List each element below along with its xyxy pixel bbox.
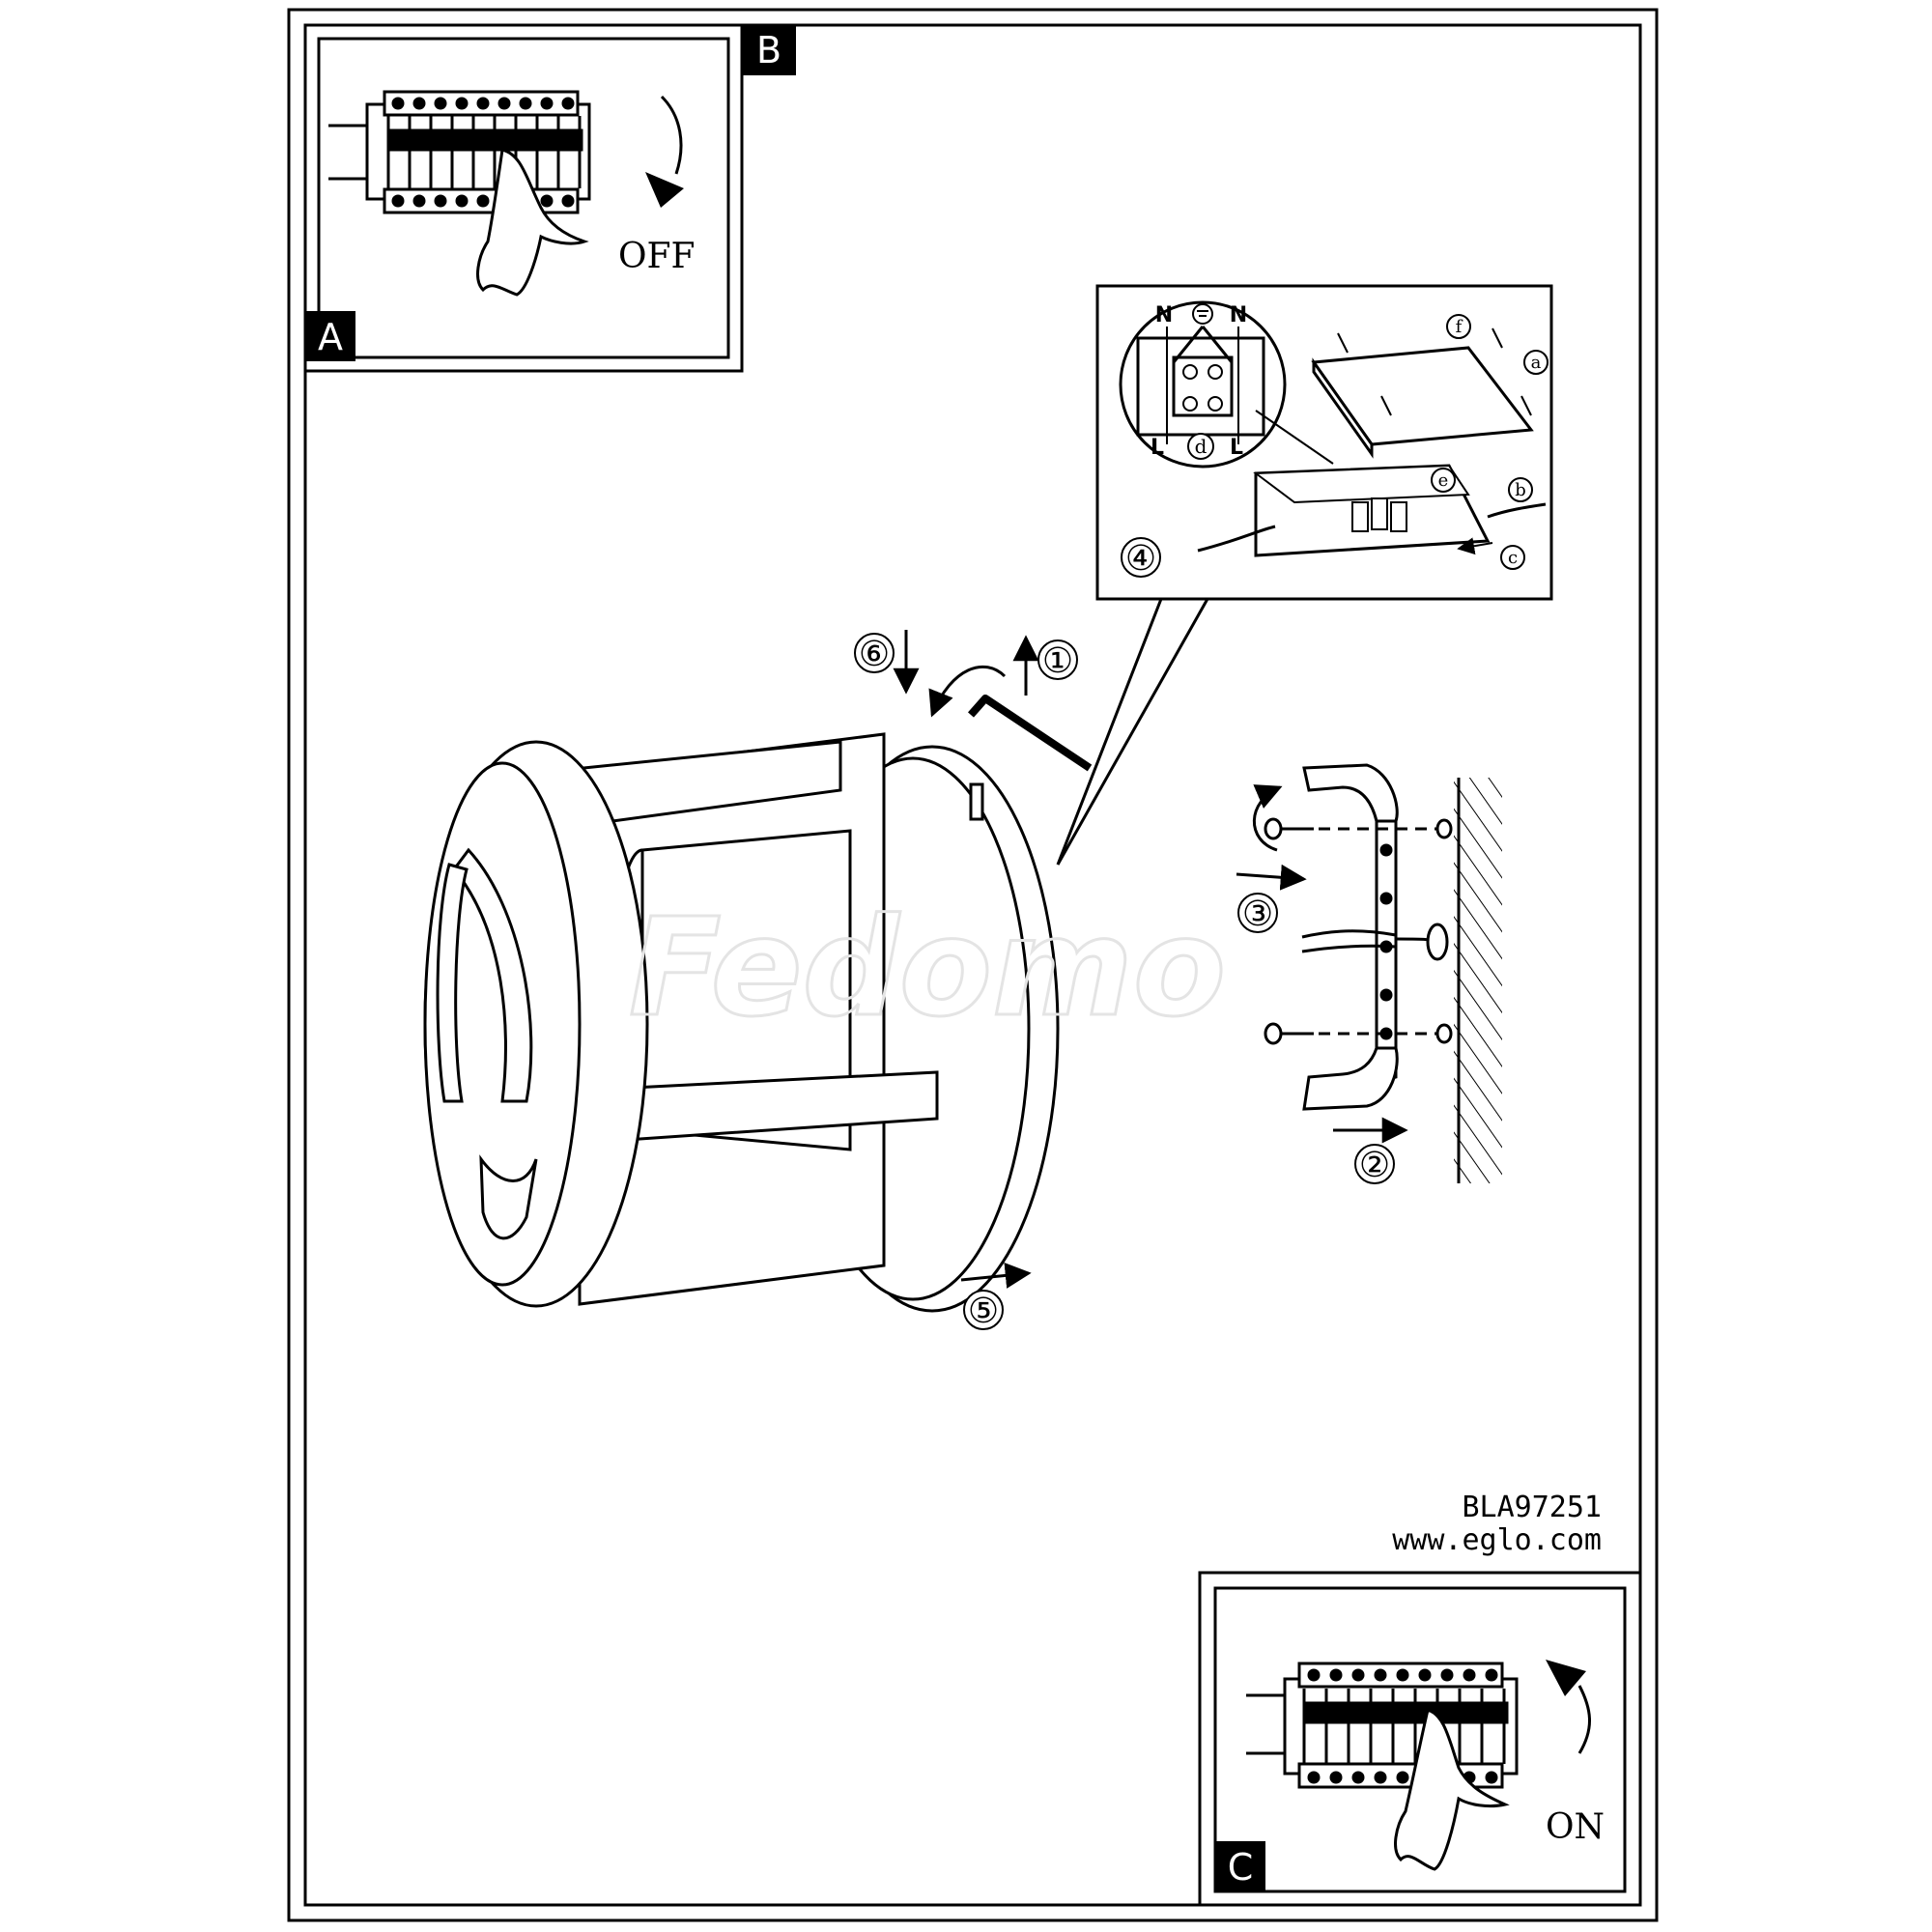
- panel-b-badge: B: [756, 29, 781, 71]
- wall-bracket: [1299, 763, 1502, 1183]
- curved-arrow-icon: [1577, 1685, 1591, 1754]
- panel-c-badge: C: [1228, 1846, 1254, 1889]
- hand-icon: [1394, 1708, 1510, 1871]
- panel-a: OFF A: [303, 23, 744, 373]
- callout-f: f: [1456, 317, 1463, 337]
- terminal-l-left: L: [1151, 436, 1164, 460]
- website: www.eglo.com: [1392, 1523, 1602, 1557]
- panel-c: ON C: [1198, 1571, 1642, 1907]
- callout-c: c: [1508, 548, 1518, 568]
- callout-a: a: [1531, 353, 1542, 373]
- curved-arrow-icon: [660, 95, 683, 175]
- rotate-arrow-icon: [1252, 784, 1283, 852]
- detail-pointer: [1056, 598, 1209, 866]
- screw-icon: [1337, 327, 1532, 416]
- arrow-head-icon: [1546, 1660, 1586, 1696]
- hex-key-icon: [968, 695, 1093, 772]
- switch-off-label: OFF: [618, 237, 695, 276]
- model-number: BLA97251: [1463, 1491, 1603, 1524]
- callout-b: b: [1515, 480, 1526, 500]
- step-1-label: ①: [1042, 641, 1073, 681]
- step-4-label: ④: [1125, 539, 1156, 579]
- terminal-l-right: L: [1230, 436, 1243, 460]
- hand-icon: [476, 148, 589, 297]
- ground-icon: [1192, 303, 1213, 325]
- switch-on-label: ON: [1546, 1807, 1605, 1847]
- step-3-label: ③: [1242, 895, 1273, 934]
- arrow-head-icon: [645, 172, 684, 208]
- callout-d: d: [1195, 435, 1208, 458]
- step-2-label: ②: [1359, 1146, 1390, 1185]
- panel-b: B: [742, 25, 796, 75]
- terminal-n-right: N: [1230, 303, 1247, 327]
- step-6-label: ⑥: [859, 635, 890, 674]
- breaker-panel: [1246, 1662, 1519, 1789]
- screw-icon: [1264, 817, 1314, 1045]
- step-5-label: ⑤: [968, 1292, 999, 1331]
- lamp-body: [423, 732, 1060, 1313]
- terminal-n-left: N: [1155, 303, 1173, 327]
- wiring-detail: N N L L d f a e b c: [1095, 284, 1553, 601]
- page-frame: [287, 8, 1659, 1922]
- watermark: Fedomo: [629, 890, 1226, 1047]
- callout-e: e: [1438, 470, 1449, 491]
- breaker-panel: [328, 90, 591, 214]
- panel-a-badge: A: [318, 316, 343, 358]
- step-arrows: [893, 630, 1408, 1289]
